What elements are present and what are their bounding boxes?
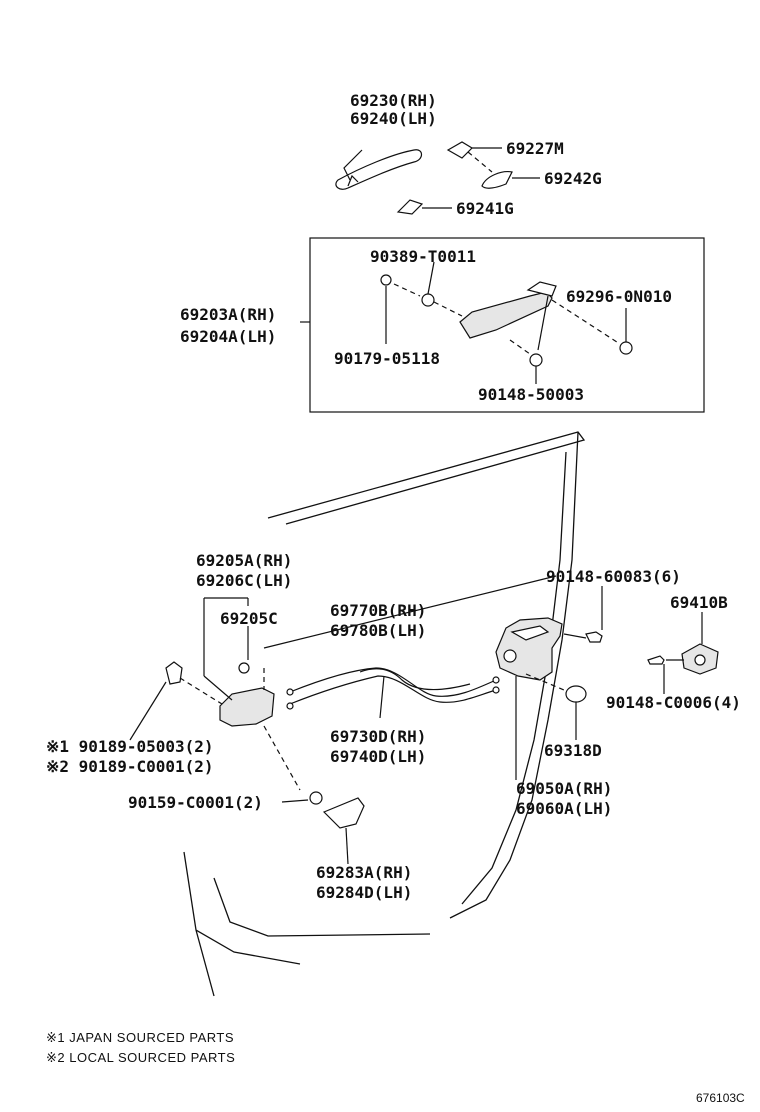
label-inside-sub: 69205C [220,609,278,628]
label-pad-a: 69242G [544,169,602,188]
label-lock-lh: 69060A(LH) [516,799,612,818]
label-cable-a-lh: 69780B(LH) [330,621,426,640]
inside-handle [219,687,275,727]
frame-nut-left [380,274,392,286]
pad-69241g [396,199,424,215]
label-handle-rh: 69230(RH) [350,91,437,110]
label-frame-lh: 69204A(LH) [180,327,276,346]
label-grommet: 69318D [544,741,602,760]
striker-screw [647,655,665,665]
label-striker: 69410B [670,593,728,612]
door-outline [183,431,586,997]
footnote-local: ※2 LOCAL SOURCED PARTS [46,1050,235,1065]
frame-bolt [619,341,633,355]
cable-a [289,667,497,697]
label-handle-lh: 69240(LH) [350,109,437,128]
cable-b [359,668,471,691]
outside-handle [335,149,423,190]
pad-69242g [481,171,513,189]
grommet [565,685,587,703]
striker-group [647,612,719,694]
inside-handle-group [129,597,365,865]
label-cable-b-lh: 69740D(LH) [330,747,426,766]
lock-screw [585,631,603,643]
label-cap: 69227M [506,139,564,158]
label-bracket-screw: 90389-T0011 [370,247,476,266]
label-frame-nut: 90179-05118 [334,349,440,368]
outside-handle-group [335,141,540,215]
frame-group [300,261,633,384]
label-inside-lh: 69206C(LH) [196,571,292,590]
label-bezel-rh: 69283A(RH) [316,863,412,882]
frame-screw [529,353,543,367]
label-inside-screw: 90159-C0001(2) [128,793,263,812]
inside-screw-top [238,662,250,674]
cable-group [263,575,557,719]
label-cable-b-rh: 69730D(RH) [330,727,426,746]
label-striker-screw: 90148-C0006(4) [606,693,741,712]
door-lock-group [495,586,603,780]
label-lock-rh: 69050A(RH) [516,779,612,798]
frame-bracket [459,291,553,339]
label-inside-rh: 69205A(RH) [196,551,292,570]
label-frame-rh: 69203A(RH) [180,305,276,324]
door-lock [495,617,563,681]
label-cable-a-rh: 69770B(RH) [330,601,426,620]
frame-nut-top [421,293,435,307]
frame-box [309,237,705,413]
inside-screw-bottom [309,791,323,805]
label-bezel-lh: 69284D(LH) [316,883,412,902]
label-frame-screw: 90148-50003 [478,385,584,404]
bezel [322,797,365,829]
label-pad-b: 69241G [456,199,514,218]
handle-cap [446,141,473,159]
label-lock-screw: 90148-60083(6) [546,567,681,586]
reference-code: 676103C [696,1091,745,1105]
label-frame-bolt: 69296-0N010 [566,287,672,306]
footnote-japan: ※1 JAPAN SOURCED PARTS [46,1030,234,1045]
label-note1-part: ※1 90189-05003(2) [46,737,214,756]
label-note2-part: ※2 90189-C0001(2) [46,757,214,776]
